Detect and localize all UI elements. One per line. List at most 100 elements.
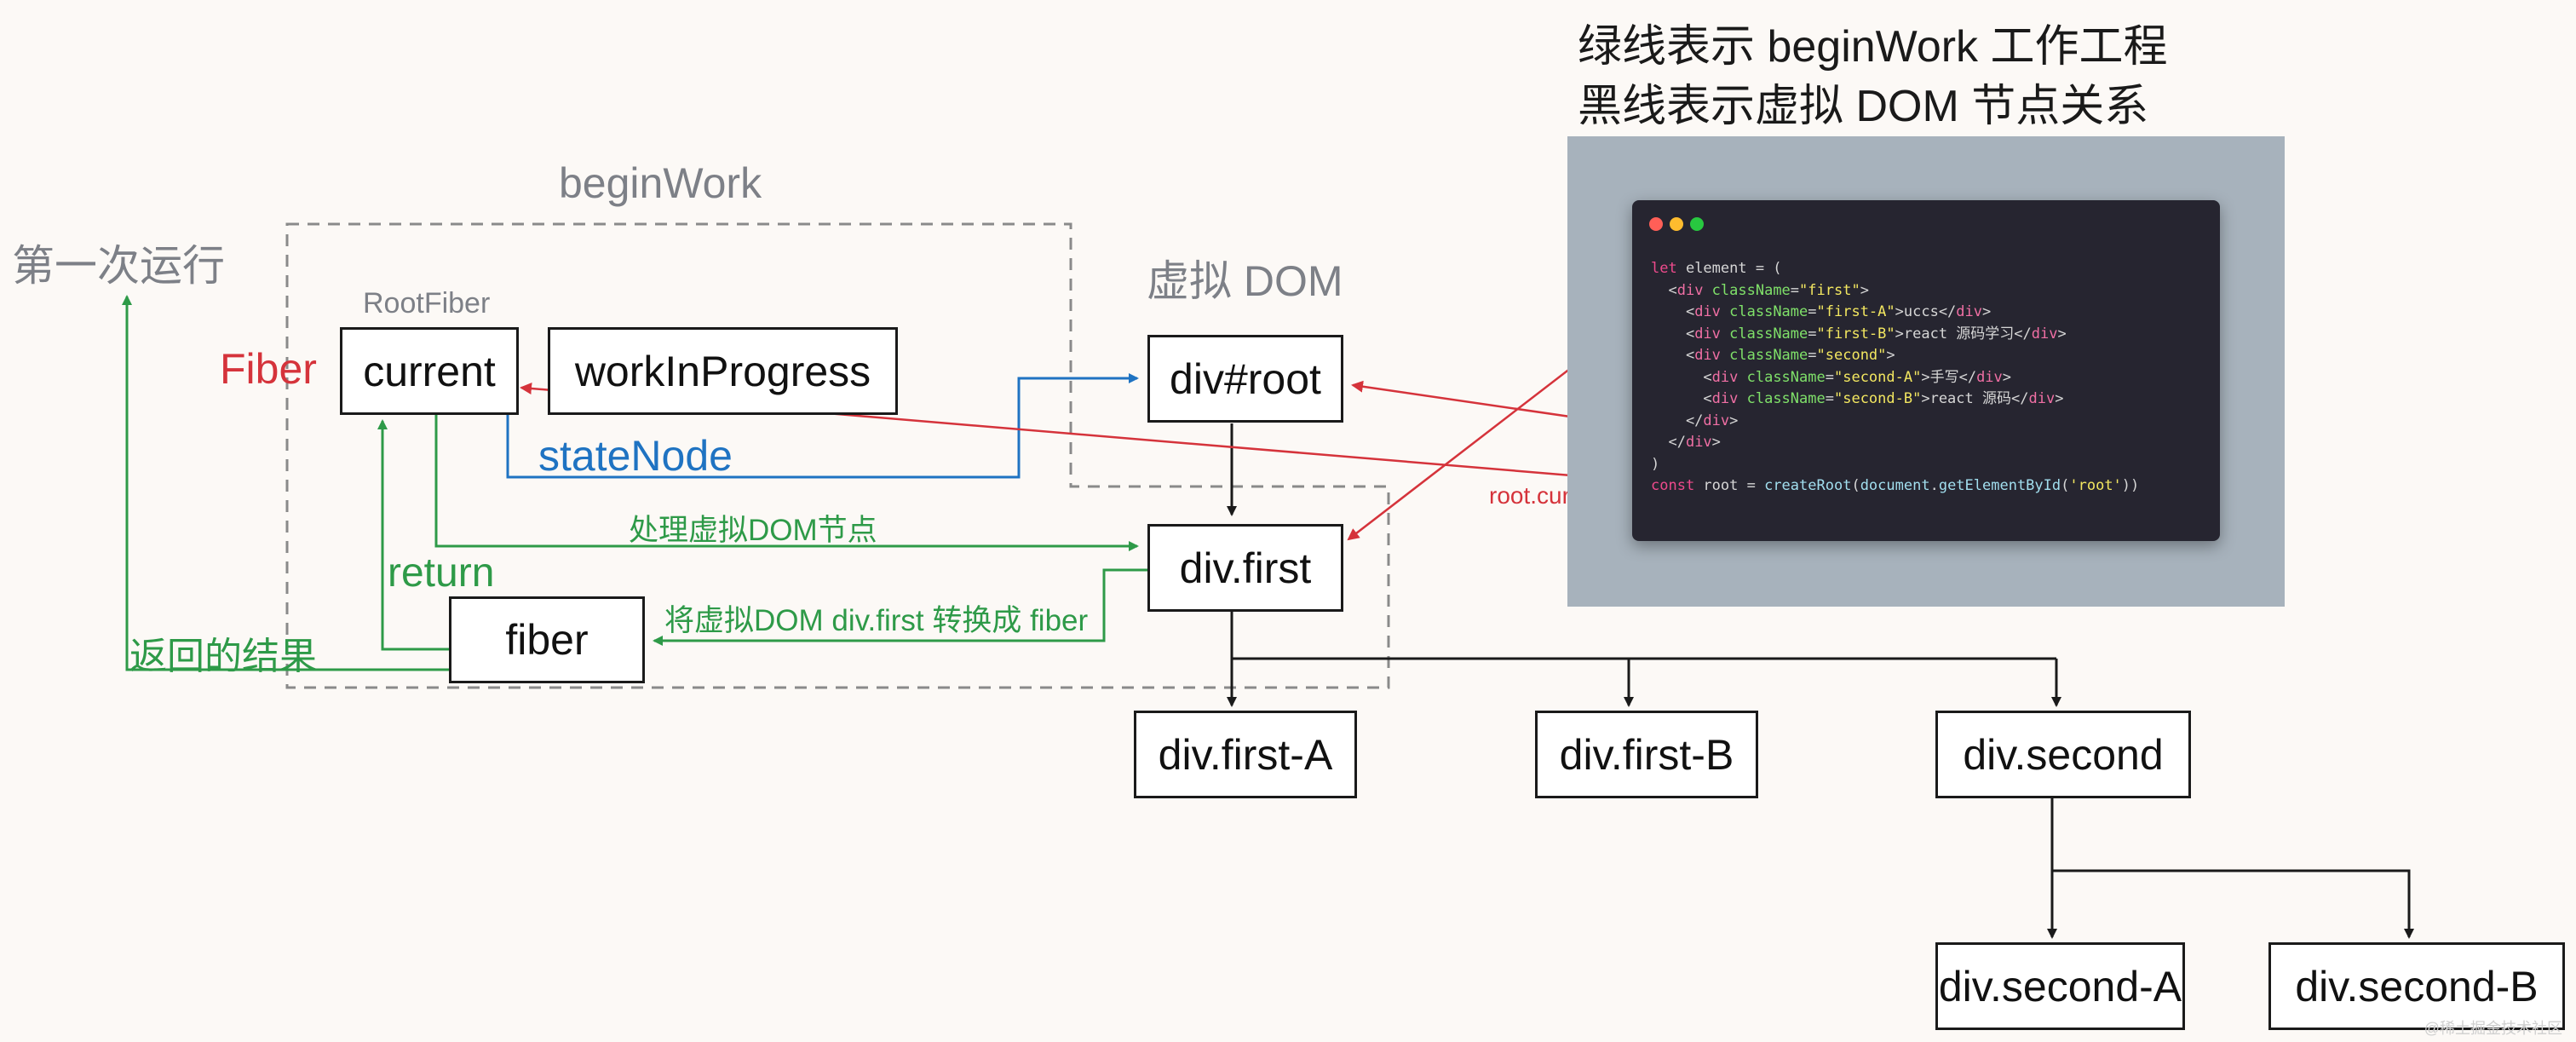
code-line: <div className="first-A">uccs</div> [1651, 302, 2139, 324]
state-node-label: stateNode [538, 432, 733, 480]
node-current: current [340, 327, 519, 415]
code-token: = [1808, 347, 1817, 364]
code-token: className [1738, 390, 1826, 407]
code-token: > [1711, 434, 1721, 451]
code-token: > [2002, 368, 2012, 386]
node-div-root: div#root [1147, 335, 1343, 423]
code-token: div [1685, 434, 1712, 451]
edge-convert-to-fiber [653, 568, 1149, 646]
code-token: < [1651, 325, 1695, 343]
code-token: "first-A" [1816, 303, 1895, 320]
close-dot-icon [1649, 217, 1663, 231]
node-div-second: div.second [1935, 711, 2191, 798]
return-label: return [388, 550, 495, 596]
code-token: div [1703, 412, 1730, 429]
code-token: div [1711, 390, 1739, 407]
root-fiber-label: RootFiber [363, 287, 491, 320]
code-token: > [1729, 412, 1739, 429]
code-token: element = ( [1676, 260, 1782, 277]
code-token: "first" [1799, 281, 1860, 299]
code-token: < [1651, 368, 1712, 386]
code-token: = [1790, 281, 1800, 299]
code-token: root = [1694, 477, 1765, 494]
code-line: <div className="second"> [1651, 345, 2139, 367]
code-line: <div className="first-B">react 源码学习</div… [1651, 324, 2139, 346]
code-screenshot-panel: let element = ( <div className="first"> … [1567, 136, 2285, 607]
node-div-first: div.first [1147, 524, 1343, 612]
code-token: let [1651, 260, 1677, 277]
first-run-label: 第一次运行 [12, 242, 225, 290]
code-token: className [1720, 303, 1808, 320]
virtual-dom-label: 虚拟 DOM [1147, 257, 1343, 305]
code-token: div [1694, 347, 1721, 364]
node-div-second-b: div.second-B [2268, 942, 2565, 1030]
code-block: let element = ( <div className="first"> … [1651, 258, 2139, 498]
code-line: </div> [1651, 432, 2139, 454]
code-token: document [1860, 477, 1930, 494]
code-line: const root = createRoot(document.getElem… [1651, 475, 2139, 498]
code-token: </ [1651, 434, 1686, 451]
code-token: div [1676, 281, 1704, 299]
code-token: getElementById [1938, 477, 2061, 494]
code-line: <div className="second-A">手写</div> [1651, 367, 2139, 389]
code-token: >react 源码</ [1921, 390, 2029, 407]
beginwork-region-border [285, 222, 1390, 689]
code-token: >手写</ [1921, 368, 1977, 386]
code-token: < [1651, 281, 1677, 299]
code-token: ( [2061, 477, 2070, 494]
code-line: <div className="second-B">react 源码</div> [1651, 389, 2139, 411]
code-token: div [1956, 303, 1983, 320]
code-token: >uccs</ [1895, 303, 1957, 320]
code-token: < [1651, 390, 1712, 407]
code-token: ( [1851, 477, 1860, 494]
code-token: "second-A" [1833, 368, 1922, 386]
code-token: createRoot [1764, 477, 1852, 494]
convert-label: 将虚拟DOM div.first 转换成 fiber [664, 604, 1089, 637]
edge-state-node [506, 373, 1139, 479]
code-token: "second-B" [1833, 390, 1922, 407]
code-token: < [1651, 303, 1695, 320]
code-token: div [1694, 303, 1721, 320]
code-token: className [1720, 325, 1808, 343]
code-token: div [1711, 368, 1739, 386]
node-div-second-a: div.second-A [1935, 942, 2185, 1030]
code-token: > [2055, 390, 2064, 407]
edge-second-bus [2052, 869, 2414, 939]
return-result-label: 返回的结果 [129, 636, 317, 677]
black-line-legend: 黑线表示虚拟 DOM 节点关系 [1578, 82, 2149, 131]
code-token: ) [1651, 455, 1660, 473]
watermark: @稀土掘金技术社区 [2424, 1020, 2562, 1037]
maximize-dot-icon [1690, 217, 1704, 231]
code-token: div [2031, 325, 2058, 343]
code-line: </div> [1651, 411, 2139, 433]
code-token: > [2057, 325, 2067, 343]
code-token: >react 源码学习</ [1895, 325, 2032, 343]
code-token: = [1808, 303, 1817, 320]
code-token: div [2028, 390, 2056, 407]
green-line-legend: 绿线表示 beginWork 工作工程 [1578, 22, 2168, 72]
code-token: > [1860, 281, 1869, 299]
code-line: <div className="first"> [1651, 280, 2139, 302]
edge-process-vdom [434, 415, 1139, 551]
node-work-in-progress: workInProgress [548, 327, 898, 415]
edge-return-result [122, 295, 450, 671]
node-fiber: fiber [449, 596, 645, 683]
code-token: className [1738, 368, 1826, 386]
beginwork-label: beginWork [559, 159, 762, 207]
fiber-label: Fiber [220, 345, 317, 393]
code-token: div [1976, 368, 2003, 386]
code-token: className [1720, 347, 1808, 364]
code-editor-window: let element = ( <div className="first"> … [1632, 200, 2220, 541]
code-token: = [1808, 325, 1817, 343]
code-token: className [1703, 281, 1791, 299]
code-token: < [1651, 347, 1695, 364]
code-token: = [1825, 368, 1834, 386]
code-token: const [1651, 477, 1695, 494]
code-line: ) [1651, 454, 2139, 476]
code-token: > [1886, 347, 1895, 364]
minimize-dot-icon [1670, 217, 1683, 231]
node-div-first-b: div.first-B [1535, 711, 1758, 798]
code-token: 'root' [2069, 477, 2122, 494]
edge-return [377, 419, 451, 651]
code-token: )) [2121, 477, 2140, 494]
